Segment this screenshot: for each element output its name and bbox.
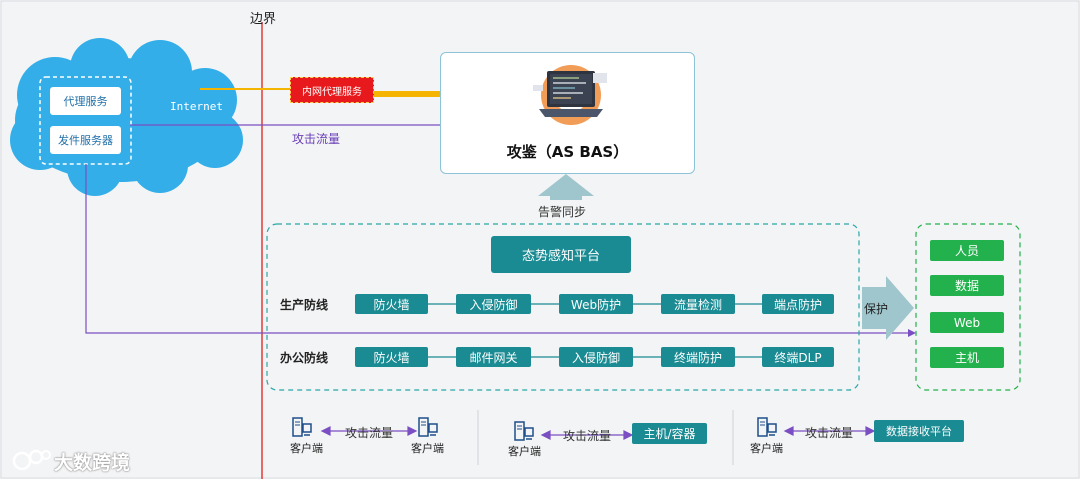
alert-sync-label: 告警同步: [538, 205, 587, 219]
client-icon: [514, 421, 534, 441]
client-label-1: 客户端: [290, 442, 323, 455]
traffic-label-2: 攻击流量: [563, 429, 612, 443]
send-service-box: 发件服务器: [50, 126, 121, 154]
office-line-label: 办公防线: [280, 351, 329, 365]
client-icon: [757, 417, 777, 437]
asset-web: Web: [930, 312, 1004, 333]
prod-web-protection: Web防护: [559, 294, 633, 314]
client-icon: [292, 417, 312, 437]
production-line-label: 生产防线: [280, 298, 329, 312]
traffic-label-1: 攻击流量: [345, 426, 394, 440]
laptop-gear-icon: [533, 65, 607, 125]
prod-ips: 入侵防御: [456, 294, 531, 314]
data-receiving-platform: 数据接收平台: [874, 420, 964, 442]
proxy-bar: [372, 91, 440, 97]
office-terminal-dlp: 终端DLP: [762, 347, 834, 367]
attack-line-bottom: [85, 164, 908, 334]
asbas-box: 攻鉴（AS BAS）: [440, 52, 695, 174]
protect-label: 保护: [864, 302, 889, 316]
prod-firewall: 防火墙: [355, 294, 428, 314]
boundary-label: 边界: [250, 12, 277, 27]
assets-box: [915, 223, 1021, 391]
client-label-4: 客户端: [750, 442, 783, 455]
client-label-2: 客户端: [411, 442, 444, 455]
prod-traffic-detection: 流量检测: [661, 294, 735, 314]
asset-host: 主机: [930, 347, 1004, 368]
asset-people: 人员: [930, 240, 1004, 261]
office-ips: 入侵防御: [559, 347, 633, 367]
attack-traffic-label: 攻击流量: [292, 132, 341, 146]
defense-box: [266, 223, 860, 391]
prod-endpoint-protection: 端点防护: [762, 294, 834, 314]
asset-data: 数据: [930, 275, 1004, 296]
cloud-shape: [10, 38, 243, 196]
alert-sync-arrow: [538, 174, 594, 200]
protect-arrow: [862, 276, 914, 340]
client-icon: [418, 417, 438, 437]
office-firewall: 防火墙: [355, 347, 428, 367]
proxy-service-box: 代理服务: [50, 87, 121, 115]
watermark-text: 大数跨境: [54, 452, 131, 474]
asbas-title: 攻鉴（AS BAS）: [506, 143, 629, 161]
watermark-logo-icon: [12, 449, 51, 471]
intranet-proxy-box: 内网代理服务: [290, 77, 374, 103]
office-terminal-protection: 终端防护: [661, 347, 735, 367]
client-label-3: 客户端: [508, 445, 541, 458]
bottom-traffic-arrows: [320, 426, 876, 440]
traffic-label-3: 攻击流量: [805, 426, 854, 440]
host-container-box: 主机/容器: [632, 423, 707, 444]
office-mail-gateway: 邮件网关: [456, 347, 531, 367]
situation-platform: 态势感知平台: [491, 236, 631, 273]
internet-label: Internet: [170, 100, 223, 113]
